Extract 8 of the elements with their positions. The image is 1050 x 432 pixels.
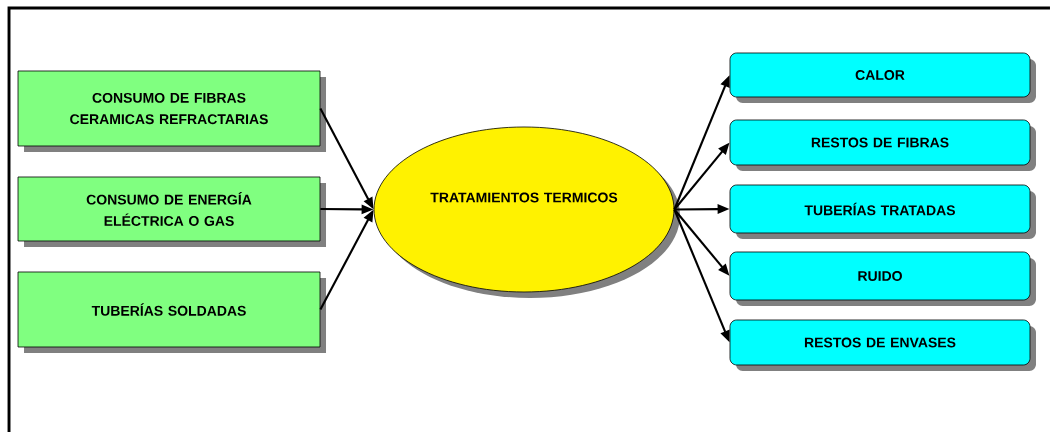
input-box: TUBERÍAS SOLDADAS: [17, 271, 326, 353]
output-box: RUIDO: [729, 251, 1036, 306]
output-box: CALOR: [729, 52, 1036, 103]
input-box: CONSUMO DE FIBRAS CERAMICAS REFRACTARIAS: [17, 70, 326, 152]
input-box: CONSUMO DE ENERGÍA ELÉCTRICA O GAS: [17, 176, 326, 247]
output-box: TUBERÍAS TRATADAS: [729, 184, 1036, 239]
output-box: RESTOS DE ENVASES: [729, 319, 1036, 371]
output-box: RESTOS DE FIBRAS: [729, 119, 1036, 171]
